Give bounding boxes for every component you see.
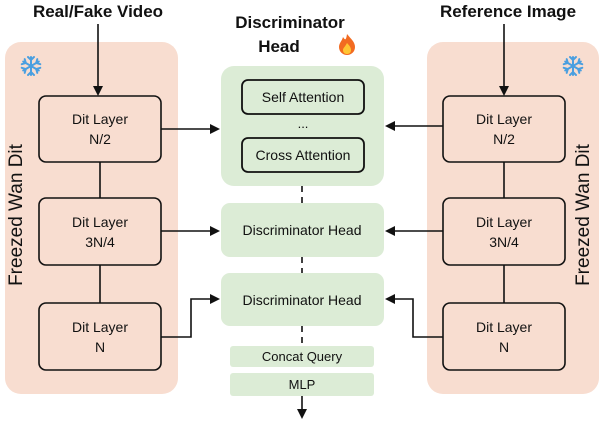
concat-query-box xyxy=(230,346,374,367)
layer-index: N/2 xyxy=(89,131,111,147)
right-to-head-arrow xyxy=(385,294,443,338)
center-title-line2: Head xyxy=(258,37,300,56)
layer-name: Dit Layer xyxy=(476,111,532,127)
left-dit-layer-n xyxy=(38,302,162,371)
left-input-title: Real/Fake Video xyxy=(33,2,163,21)
self-attention-box xyxy=(241,79,365,115)
layer-index: N xyxy=(499,339,509,355)
layer-index: N/2 xyxy=(493,131,515,147)
cross-attention-box xyxy=(241,137,365,173)
mlp-label: MLP xyxy=(289,377,316,392)
left-dit-layer-3n4 xyxy=(38,197,162,266)
layer-name: Dit Layer xyxy=(476,319,532,335)
left-to-head-arrow xyxy=(161,294,220,338)
ellipsis-label: ... xyxy=(298,116,309,131)
layer-name: Dit Layer xyxy=(72,319,128,335)
layer-name: Dit Layer xyxy=(476,214,532,230)
concat-query-label: Concat Query xyxy=(262,349,343,364)
layer-index: 3N/4 xyxy=(489,234,519,250)
discriminator-head-label: Discriminator Head xyxy=(242,292,361,308)
right-input-title: Reference Image xyxy=(440,2,576,21)
cross-attention-label: Cross Attention xyxy=(256,147,351,163)
right-dit-layer-3n4 xyxy=(442,197,566,266)
left-panel-label: Freezed Wan Dit xyxy=(6,143,27,286)
layer-name: Dit Layer xyxy=(72,111,128,127)
center-title-line1: Discriminator xyxy=(235,13,345,32)
layer-index: N xyxy=(95,339,105,355)
mlp-box xyxy=(230,373,374,396)
layer-name: Dit Layer xyxy=(72,214,128,230)
discriminator-head-label: Discriminator Head xyxy=(242,222,361,238)
layer-index: 3N/4 xyxy=(85,234,115,250)
right-dit-layer-n xyxy=(442,302,566,371)
left-dit-layer-n2 xyxy=(38,95,162,163)
discriminator-head-box xyxy=(221,273,384,326)
right-panel-label: Freezed Wan Dit xyxy=(573,143,594,286)
right-dit-layer-n2 xyxy=(442,95,566,163)
discriminator-head-box xyxy=(221,203,384,257)
fire-icon xyxy=(339,34,355,55)
self-attention-label: Self Attention xyxy=(262,89,345,105)
